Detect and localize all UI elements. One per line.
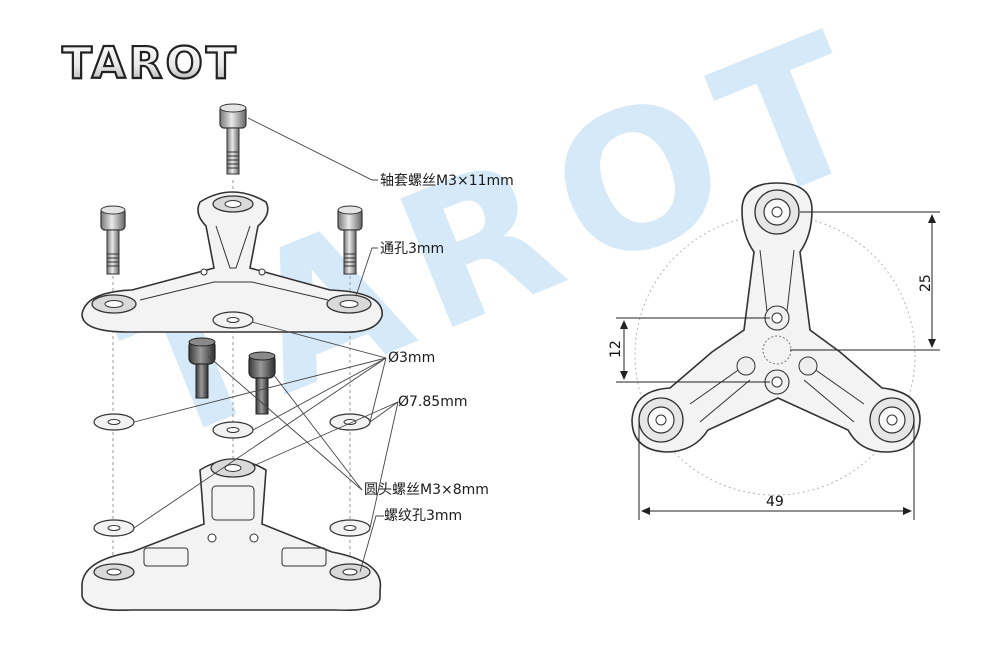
washer-center-mid xyxy=(212,421,254,439)
arm-screw-right xyxy=(337,205,363,275)
callout-shaft-screw: 轴套螺丝M3×11mm xyxy=(380,173,514,189)
upper-tri-plate xyxy=(81,191,383,333)
round-head-screw-left xyxy=(188,337,216,399)
callout-threaded-hole: 螺纹孔3mm xyxy=(384,508,462,524)
round-head-screw-right xyxy=(248,351,276,415)
dimension-height-upper: 25 xyxy=(918,274,934,292)
top-view-drawing xyxy=(631,182,921,496)
washer-center-top xyxy=(212,311,254,329)
callout-diameter-3: Ø3mm xyxy=(388,350,435,366)
dimension-hole-spacing: 12 xyxy=(608,340,624,358)
washer-right-low xyxy=(329,519,371,537)
tarot-logo: TAROT xyxy=(62,38,239,89)
washer-right-mid xyxy=(329,413,371,431)
dimension-width: 49 xyxy=(766,494,784,510)
callout-round-head-screw: 圆头螺丝M3×8mm xyxy=(364,482,489,498)
callout-through-hole: 通孔3mm xyxy=(380,241,444,257)
washer-left-low xyxy=(93,519,135,537)
bolt-circle xyxy=(634,214,916,496)
callout-diameter-785: Ø7.85mm xyxy=(398,394,467,410)
washer-left-mid xyxy=(93,413,135,431)
arm-screw-left xyxy=(100,205,126,275)
leader-lines xyxy=(133,117,399,573)
shaft-screw-top xyxy=(219,103,247,175)
dimension-lines xyxy=(616,211,940,520)
lower-tri-hub xyxy=(81,458,382,612)
